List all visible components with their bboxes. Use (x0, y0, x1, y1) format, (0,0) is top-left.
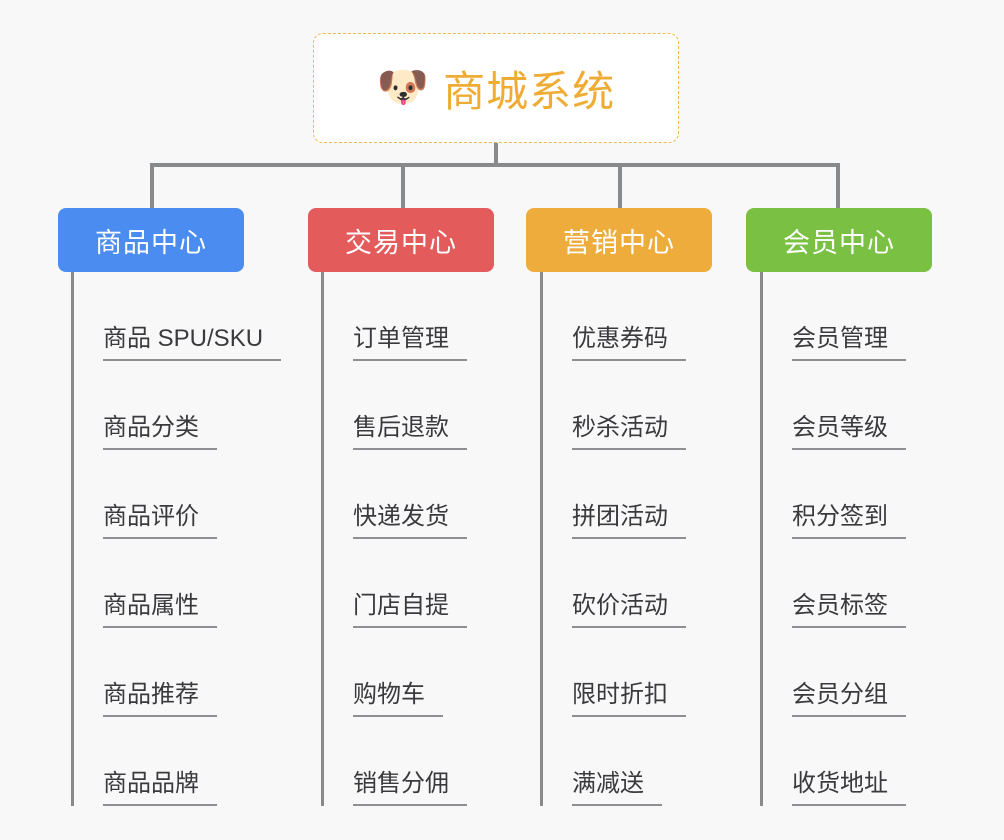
leaf-label: 会员标签 (792, 592, 906, 628)
category-label-1: 商品中心 (95, 227, 207, 258)
leaf-label: 优惠券码 (572, 325, 686, 361)
leaf-item[interactable]: 会员标签 (760, 539, 906, 628)
category-box-4[interactable]: 会员中心 (746, 208, 932, 272)
leaf-column-4: 会员管理 会员等级 积分签到 会员标签 会员分组 收货地址 (760, 272, 906, 806)
connector-drop-2 (401, 163, 405, 208)
leaf-label: 会员管理 (792, 325, 906, 361)
leaf-item[interactable]: 商品 SPU/SKU (71, 272, 282, 361)
category-box-3[interactable]: 营销中心 (526, 208, 712, 272)
leaf-label: 商品评价 (103, 503, 217, 539)
leaf-item[interactable]: 购物车 (321, 628, 467, 717)
leaf-label: 收货地址 (792, 770, 906, 806)
leaf-item[interactable]: 销售分佣 (321, 717, 467, 806)
root-node-title: 商城系统 (443, 67, 616, 115)
connector-root-stem (494, 143, 498, 166)
leaf-label: 商品分类 (103, 414, 217, 450)
leaf-label: 会员分组 (792, 681, 906, 717)
leaf-item[interactable]: 商品品牌 (71, 717, 281, 806)
leaf-label: 快递发货 (353, 503, 467, 539)
leaf-label: 积分签到 (792, 503, 906, 539)
leaf-item[interactable]: 订单管理 (321, 272, 467, 361)
leaf-column-1: 商品 SPU/SKU 商品分类 商品评价 商品属性 商品推荐 商品品牌 (71, 272, 282, 806)
connector-drop-1 (150, 163, 154, 208)
leaf-label: 销售分佣 (353, 770, 467, 806)
leaf-item[interactable]: 收货地址 (760, 717, 906, 806)
leaf-label: 砍价活动 (572, 592, 686, 628)
leaf-item[interactable]: 商品评价 (71, 450, 281, 539)
root-node-shop-system[interactable]: 🐶 商城系统 (313, 33, 679, 143)
leaf-label: 售后退款 (353, 414, 467, 450)
leaf-column-3: 优惠券码 秒杀活动 拼团活动 砍价活动 限时折扣 满减送 (540, 272, 686, 806)
leaf-label: 商品 SPU/SKU (103, 325, 282, 361)
category-box-2[interactable]: 交易中心 (308, 208, 494, 272)
leaf-label: 门店自提 (353, 592, 467, 628)
leaf-spine-3 (540, 272, 543, 806)
leaf-item[interactable]: 秒杀活动 (540, 361, 686, 450)
leaf-item[interactable]: 会员分组 (760, 628, 906, 717)
leaf-item[interactable]: 快递发货 (321, 450, 467, 539)
category-box-1[interactable]: 商品中心 (58, 208, 244, 272)
leaf-item[interactable]: 满减送 (540, 717, 686, 806)
leaf-spine-1 (71, 272, 74, 806)
connector-drop-3 (618, 163, 622, 208)
leaf-label: 拼团活动 (572, 503, 686, 539)
leaf-label: 限时折扣 (572, 681, 686, 717)
category-label-2: 交易中心 (345, 227, 457, 258)
leaf-item[interactable]: 商品属性 (71, 539, 281, 628)
connector-drop-4 (836, 163, 840, 208)
leaf-spine-2 (321, 272, 324, 806)
category-label-3: 营销中心 (563, 227, 675, 258)
leaf-label: 满减送 (572, 770, 662, 806)
leaf-label: 会员等级 (792, 414, 906, 450)
leaf-label: 商品品牌 (103, 770, 217, 806)
dog-face-icon: 🐶 (376, 63, 430, 110)
leaf-item[interactable]: 门店自提 (321, 539, 467, 628)
leaf-item[interactable]: 商品推荐 (71, 628, 281, 717)
leaf-item[interactable]: 拼团活动 (540, 450, 686, 539)
leaf-label: 购物车 (353, 681, 443, 717)
leaf-label: 秒杀活动 (572, 414, 686, 450)
leaf-item[interactable]: 会员管理 (760, 272, 906, 361)
leaf-item[interactable]: 商品分类 (71, 361, 281, 450)
leaf-column-2: 订单管理 售后退款 快递发货 门店自提 购物车 销售分佣 (321, 272, 467, 806)
leaf-spine-4 (760, 272, 763, 806)
leaf-label: 商品属性 (103, 592, 217, 628)
leaf-item[interactable]: 砍价活动 (540, 539, 686, 628)
leaf-label: 订单管理 (353, 325, 467, 361)
leaf-item[interactable]: 积分签到 (760, 450, 906, 539)
leaf-item[interactable]: 售后退款 (321, 361, 467, 450)
connector-horizontal-bus (150, 163, 840, 167)
leaf-label: 商品推荐 (103, 681, 217, 717)
leaf-item[interactable]: 会员等级 (760, 361, 906, 450)
category-label-4: 会员中心 (783, 227, 895, 258)
leaf-item[interactable]: 优惠券码 (540, 272, 686, 361)
leaf-item[interactable]: 限时折扣 (540, 628, 686, 717)
